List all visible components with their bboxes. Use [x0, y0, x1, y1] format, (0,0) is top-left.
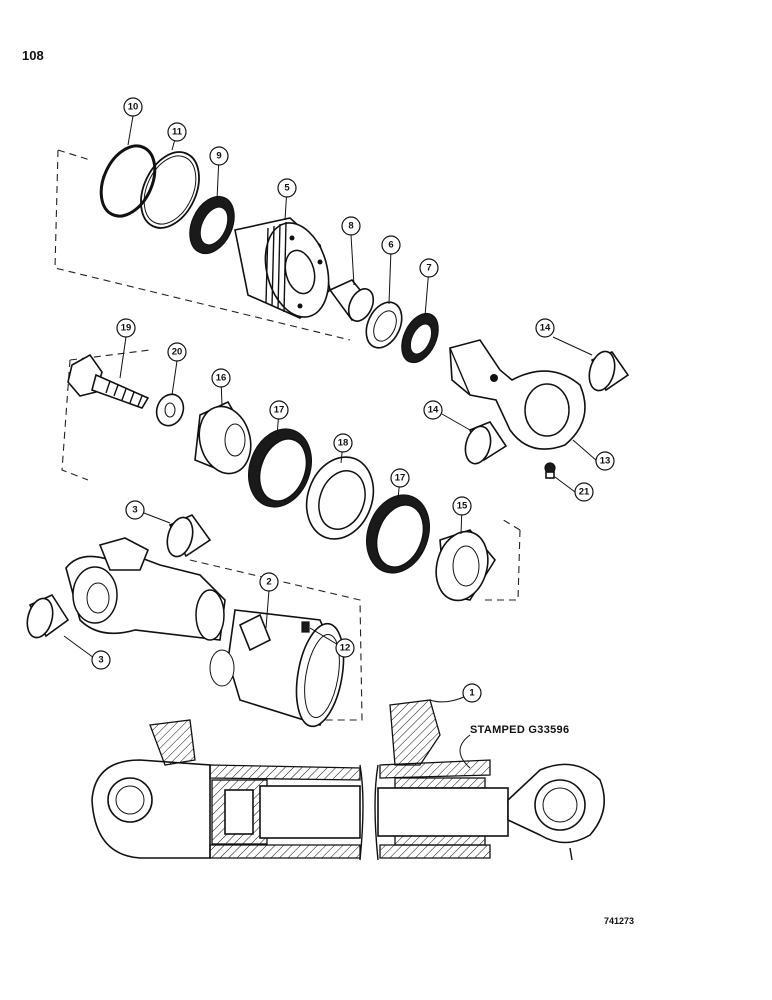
o-ring-part-10 [99, 144, 157, 218]
screw-part-12 [301, 621, 310, 633]
svg-text:17: 17 [274, 405, 285, 416]
callout-3-upper: 3 [125, 500, 145, 520]
callout-17-upper: 17 [269, 400, 289, 420]
callout-16: 16 [211, 368, 231, 388]
assembled-cylinder-section-view [91, 699, 606, 861]
callout-11: 11 [167, 122, 187, 142]
rod-end-eye-part-13 [449, 339, 586, 450]
callouts: 10 11 9 5 8 6 7 19 20 16 17 18 17 15 14 … [91, 97, 615, 703]
callout-21: 21 [574, 482, 594, 502]
piston-group-outline [61, 349, 521, 601]
svg-text:3: 3 [98, 655, 103, 666]
page-number: 108 [22, 48, 44, 63]
svg-text:14: 14 [428, 405, 439, 416]
bolt-part-19 [67, 353, 150, 409]
svg-text:3: 3 [132, 505, 137, 516]
piston-seal-part-17-upper [248, 428, 312, 508]
svg-text:16: 16 [216, 373, 227, 384]
piston-part-16 [194, 400, 252, 475]
backup-ring-part-11 [140, 151, 200, 229]
svg-text:19: 19 [121, 323, 132, 334]
callout-19: 19 [116, 318, 136, 338]
cylinder-head-part-5 [234, 217, 331, 319]
svg-text:11: 11 [172, 127, 183, 138]
callout-13: 13 [595, 451, 615, 471]
callout-18: 18 [333, 433, 353, 453]
bushing-part-14-upper [588, 350, 630, 392]
bushing-part-3-upper [166, 514, 212, 558]
svg-text:13: 13 [600, 456, 611, 467]
bushing-part-14-lower [464, 421, 508, 465]
svg-text:9: 9 [216, 151, 221, 162]
piston-seal-part-17-lower [366, 494, 430, 574]
figure-number: 741273 [604, 916, 635, 926]
callout-14-upper: 14 [535, 318, 555, 338]
callout-2: 2 [259, 572, 279, 592]
callout-9: 9 [209, 146, 229, 166]
leader-lines [63, 115, 598, 769]
wiper-part-6 [365, 301, 403, 349]
callout-15: 15 [452, 496, 472, 516]
callout-3-lower: 3 [91, 650, 111, 670]
bushing-part-8 [328, 279, 375, 322]
svg-text:6: 6 [388, 240, 393, 251]
svg-text:1: 1 [469, 688, 475, 699]
callout-17-lower: 17 [390, 468, 410, 488]
cylinder-tube-part-2 [209, 609, 345, 728]
cylinder-barrel-base-end [65, 537, 226, 641]
seal-part-9 [189, 195, 235, 255]
callout-5: 5 [277, 178, 297, 198]
svg-text:21: 21 [579, 487, 590, 498]
callout-6: 6 [381, 235, 401, 255]
svg-text:5: 5 [284, 183, 290, 194]
callout-20: 20 [167, 342, 187, 362]
piston-part-18 [305, 456, 375, 540]
washer-part-20 [155, 393, 185, 427]
callout-8: 8 [341, 216, 361, 236]
svg-text:15: 15 [457, 501, 468, 512]
callout-12: 12 [335, 638, 355, 658]
svg-text:8: 8 [348, 221, 353, 232]
svg-text:2: 2 [266, 577, 271, 588]
svg-text:7: 7 [426, 263, 431, 274]
callout-14-lower: 14 [423, 400, 443, 420]
callout-1: 1 [462, 683, 482, 703]
svg-text:20: 20 [172, 347, 183, 358]
seal-part-7 [401, 312, 439, 364]
svg-text:10: 10 [128, 102, 139, 113]
callout-7: 7 [419, 258, 439, 278]
svg-text:12: 12 [340, 643, 351, 654]
svg-text:17: 17 [395, 473, 406, 484]
head-group-outline [54, 149, 351, 341]
bushing-part-3-lower [26, 593, 70, 639]
svg-text:14: 14 [540, 323, 551, 334]
svg-text:18: 18 [338, 438, 349, 449]
grease-fitting-part-21 [544, 462, 556, 479]
callout-10: 10 [123, 97, 143, 117]
piston-part-15 [435, 529, 496, 602]
stamp-note: STAMPED G33596 [470, 724, 570, 736]
